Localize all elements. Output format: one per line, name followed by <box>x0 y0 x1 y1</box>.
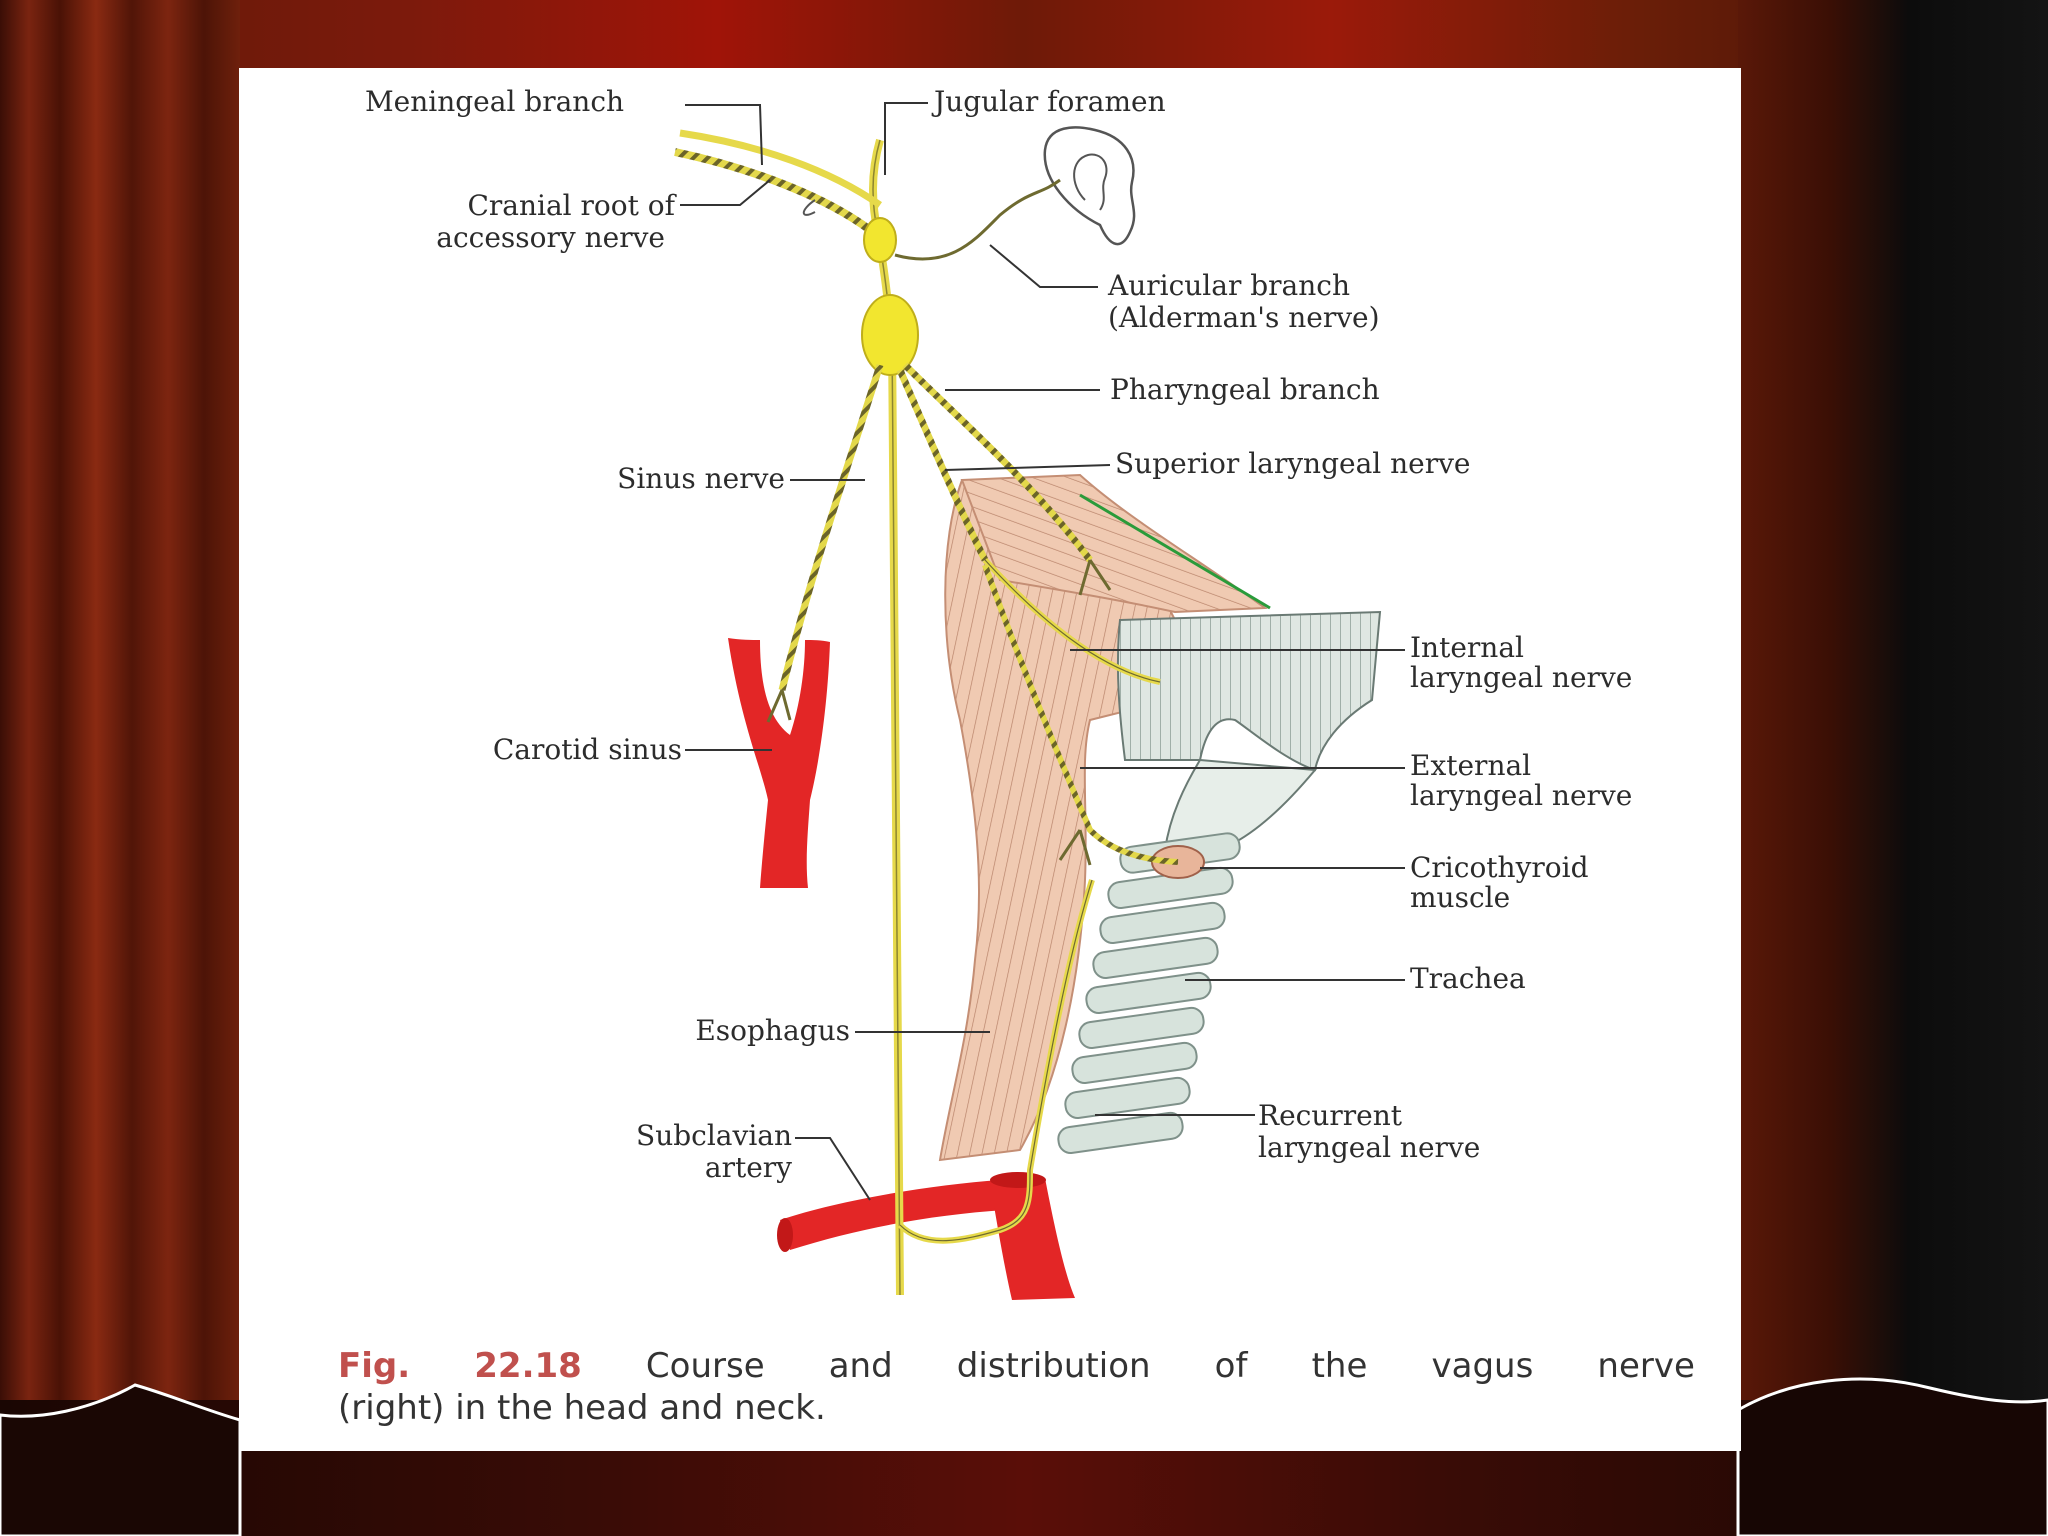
caption-line-1: Fig. 22.18 Course and distribution of th… <box>338 1345 1695 1387</box>
internal-laryngeal-edge <box>984 559 1161 683</box>
label-recurrent-1: Recurrent <box>1258 1099 1402 1132</box>
leader-superior-laryngeal <box>944 464 1111 471</box>
label-recurrent-2: laryngeal nerve <box>1258 1131 1481 1164</box>
label-carotid-sinus: Carotid sinus <box>492 733 682 766</box>
nerve-twig-1 <box>1078 559 1112 596</box>
label-auricular-1: Auricular branch <box>1108 269 1350 302</box>
caption-fig-number: 22.18 <box>474 1346 582 1386</box>
superior-laryngeal-fiber <box>896 368 989 562</box>
auricle-inner <box>1073 153 1108 211</box>
trachea <box>1057 832 1241 1154</box>
external-laryngeal-fiber <box>982 564 1179 865</box>
label-cranial-root-1: Cranial root of <box>467 189 675 222</box>
auricle-outline <box>1043 126 1136 246</box>
leader-lines <box>680 102 1405 1201</box>
caption-word: the <box>1311 1346 1368 1386</box>
label-jugular-foramen: Jugular foramen <box>934 85 1166 118</box>
cranial-root-loop <box>802 199 816 216</box>
label-auricular-2: (Alderman's nerve) <box>1108 301 1380 334</box>
leader-jugular <box>884 102 928 175</box>
caption-word: vagus <box>1431 1346 1534 1386</box>
label-internal-laryngeal-2: laryngeal nerve <box>1410 661 1633 694</box>
label-subclavian-2: artery <box>704 1151 792 1184</box>
label-meningeal-branch: Meningeal branch <box>365 85 625 118</box>
caption-word: distribution <box>956 1346 1151 1386</box>
leader-auricular <box>989 244 1098 288</box>
curtain-right <box>1738 0 2048 1420</box>
leader-subclavian <box>795 1137 871 1201</box>
auricular-branch-fiber <box>894 178 1061 261</box>
trunk-top <box>990 1172 1046 1188</box>
subclavian-artery <box>780 1180 1005 1250</box>
brachiocephalic-trunk <box>990 1178 1075 1300</box>
caption-word: Course <box>645 1346 765 1386</box>
curtain-swag-right <box>1736 1377 2048 1536</box>
label-pharyngeal-branch: Pharyngeal branch <box>1110 373 1380 406</box>
label-sinus-nerve: Sinus nerve <box>617 462 785 495</box>
label-trachea: Trachea <box>1410 962 1526 995</box>
label-external-laryngeal-1: External <box>1410 749 1532 782</box>
caption-word: nerve <box>1597 1346 1695 1386</box>
curtain-swag-left <box>0 1383 242 1536</box>
caption-word: of <box>1214 1346 1248 1386</box>
superior-ganglion <box>863 217 897 263</box>
label-subclavian-1: Subclavian <box>636 1119 792 1152</box>
subclavian-end <box>777 1218 793 1252</box>
label-external-laryngeal-2: laryngeal nerve <box>1410 779 1633 812</box>
label-superior-laryngeal: Superior laryngeal nerve <box>1115 447 1471 480</box>
meningeal-branch-fiber <box>679 129 883 208</box>
thyroid-cartilage <box>1116 610 1382 772</box>
label-internal-laryngeal-1: Internal <box>1410 631 1524 664</box>
label-cricothyroid-1: Cricothyroid <box>1410 851 1589 884</box>
label-esophagus: Esophagus <box>695 1014 850 1047</box>
caption-word: and <box>828 1346 893 1386</box>
nerve-twig-2 <box>1058 829 1092 866</box>
inferior-ganglion <box>861 294 919 376</box>
caption-line-2: (right) in the head and neck. <box>338 1388 826 1428</box>
label-cricothyroid-2: muscle <box>1410 881 1511 914</box>
green-guide-line <box>1079 493 1271 610</box>
leader-meningeal <box>685 104 763 166</box>
figure-caption: Fig. 22.18 Course and distribution of th… <box>338 1345 1695 1429</box>
sinus-nerve-fiber <box>778 363 884 691</box>
leader-cranial-root <box>680 179 771 206</box>
caption-fig-label: Fig. <box>338 1346 411 1386</box>
carotid-artery <box>728 638 830 888</box>
curtain-left <box>0 0 240 1420</box>
recurrent-laryngeal-edge <box>899 879 1093 1242</box>
pharyngeal-branch-fiber <box>902 362 1093 563</box>
cranial-root-fiber <box>674 148 873 234</box>
pharyngeal-constrictor <box>960 473 1268 614</box>
sinus-nerve-twig <box>766 689 792 723</box>
label-cranial-root-2: accessory nerve <box>436 221 665 254</box>
vagus-nerve-diagram <box>674 126 1382 1300</box>
